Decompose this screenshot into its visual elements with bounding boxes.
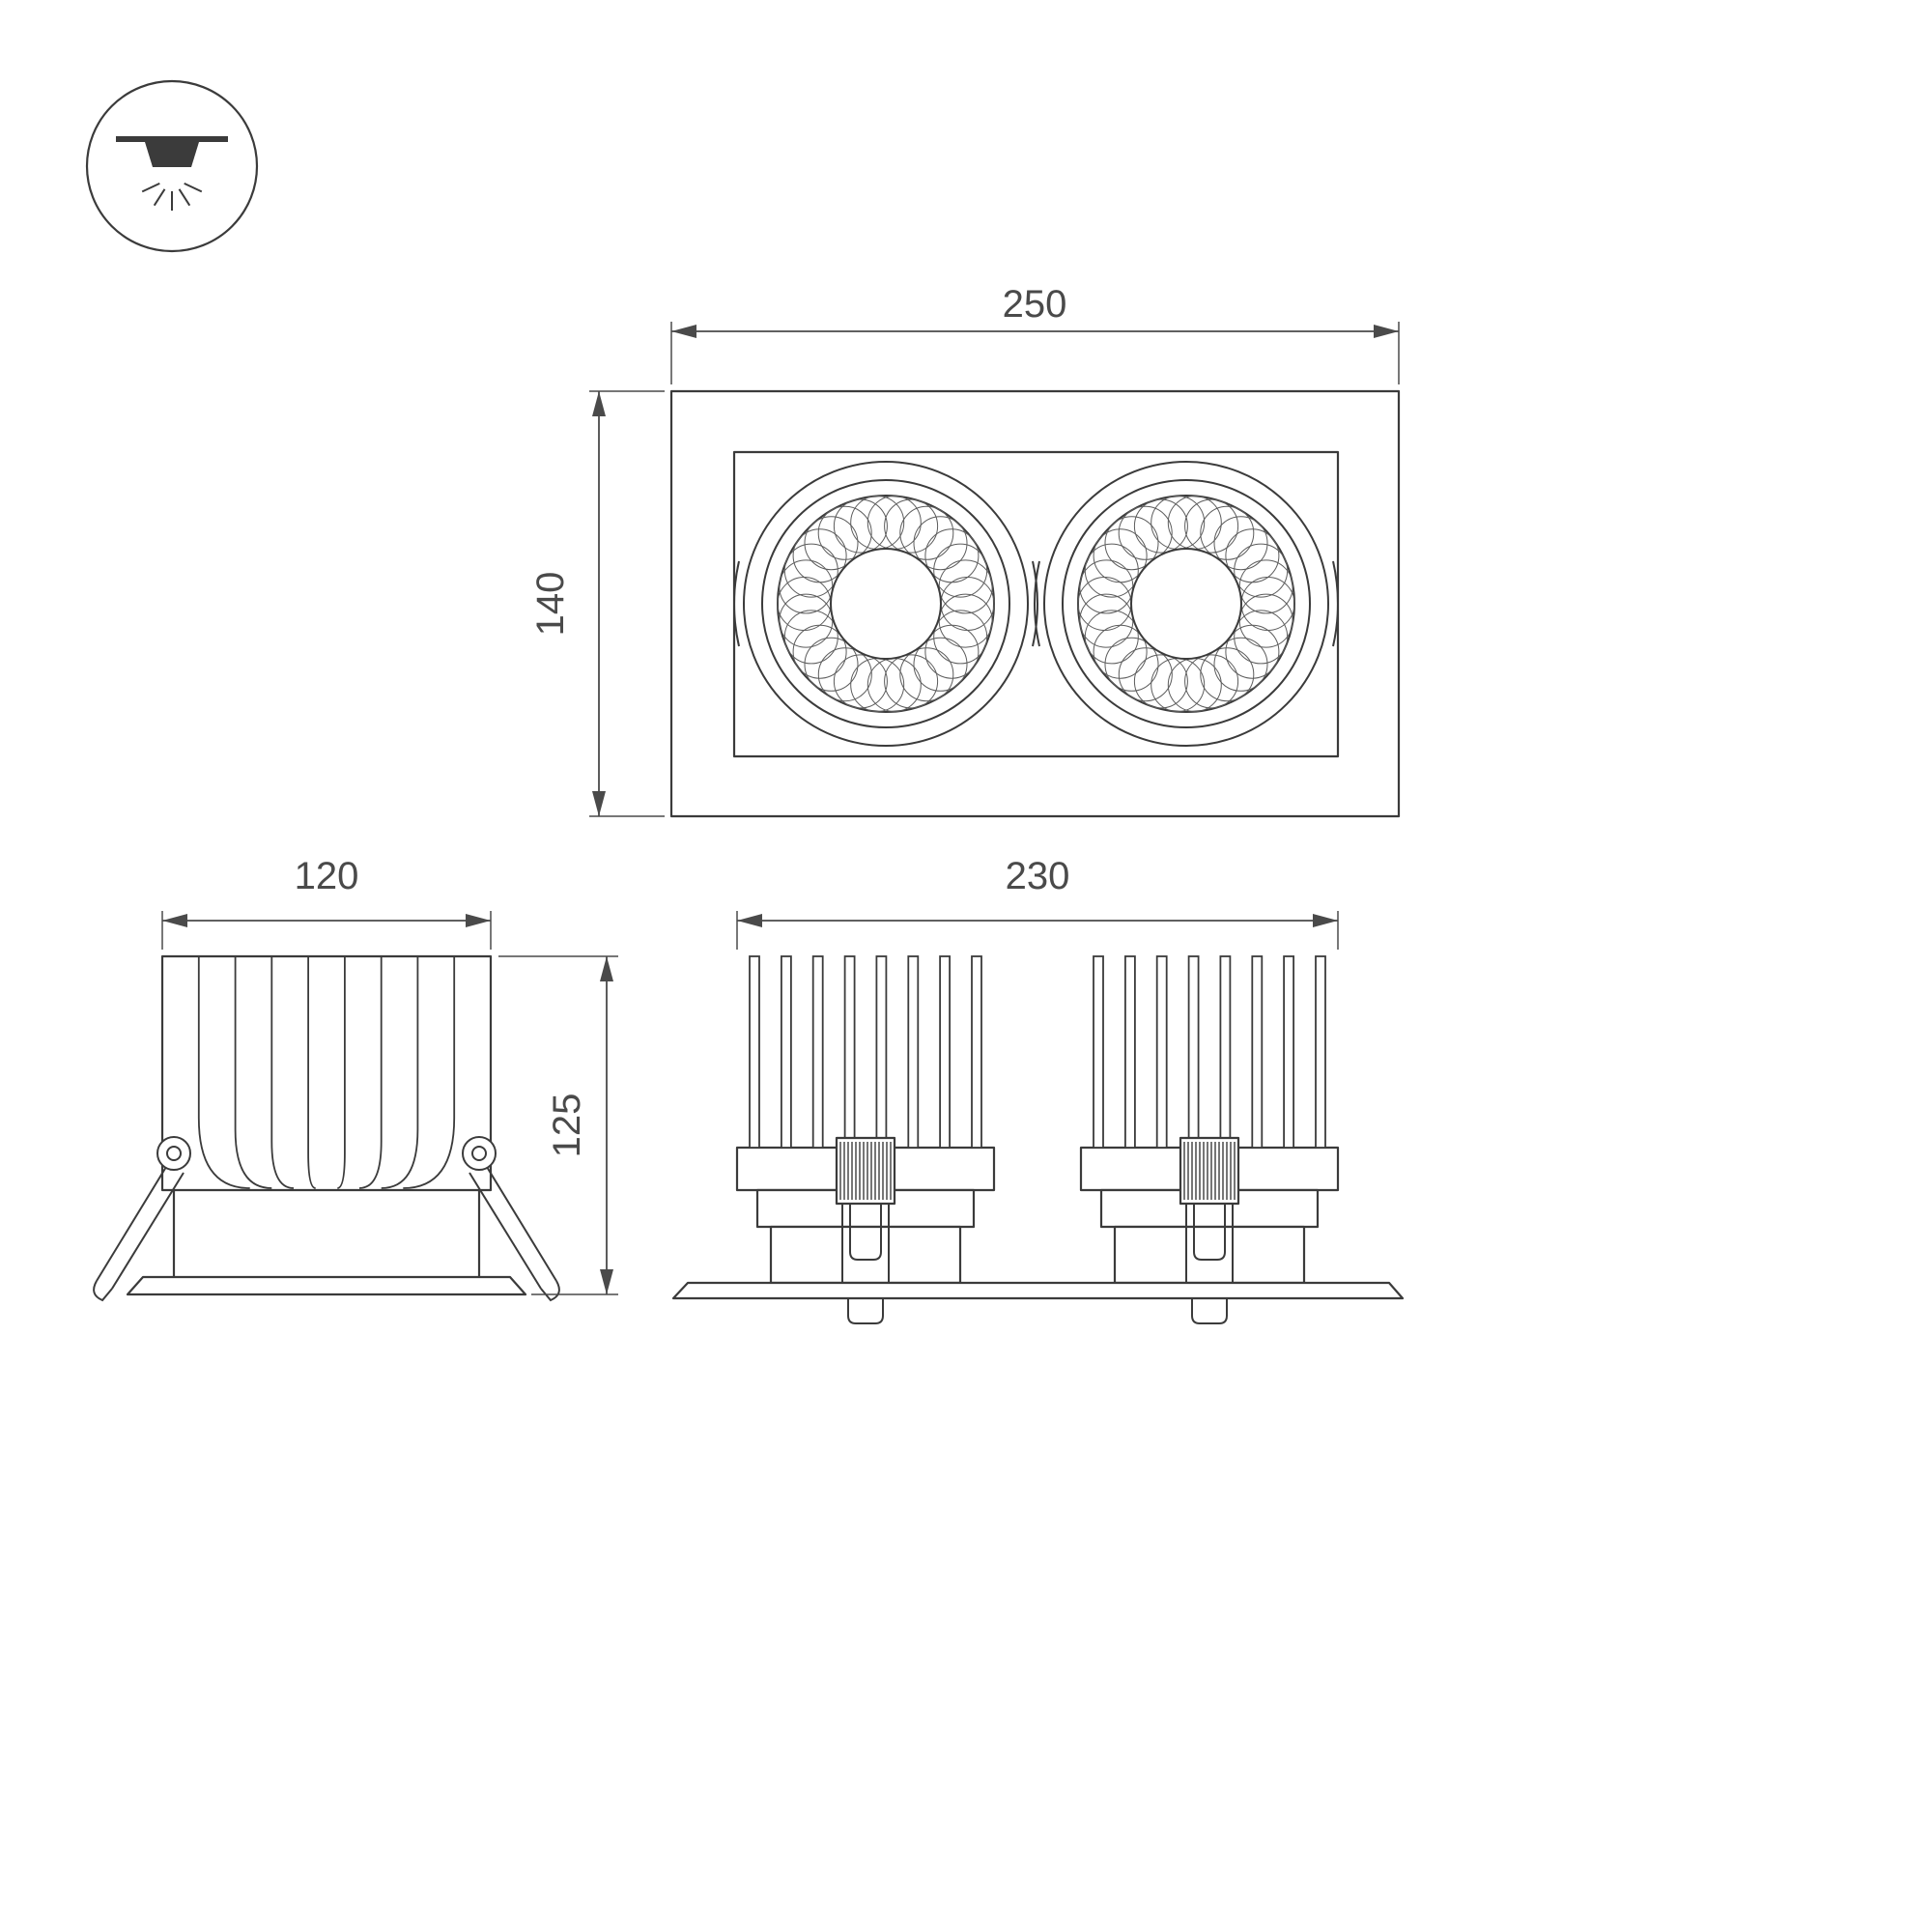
dimension-side-height: 125 bbox=[498, 955, 618, 1295]
driver-housing-lower bbox=[1113, 1225, 1306, 1285]
side-width-label: 120 bbox=[295, 855, 359, 897]
comb-fins bbox=[1093, 955, 1326, 1149]
arrow-right bbox=[466, 914, 491, 927]
arrow-left bbox=[671, 325, 696, 338]
spring-coil-ribs bbox=[1183, 1142, 1236, 1200]
front-view bbox=[669, 389, 1401, 818]
dimension-side-width: 120 bbox=[161, 855, 492, 950]
clip-bracket bbox=[849, 1204, 882, 1261]
spring-coil-block bbox=[1179, 1136, 1240, 1206]
lamp-right bbox=[1034, 461, 1339, 747]
lamp-bezel-ring bbox=[1062, 479, 1311, 728]
clip-bracket bbox=[1193, 1204, 1226, 1261]
long-width-label: 230 bbox=[1006, 855, 1070, 897]
spring-coil-block bbox=[835, 1136, 896, 1206]
arrow-left bbox=[162, 914, 187, 927]
arrow-top bbox=[600, 956, 613, 981]
led-center bbox=[1130, 548, 1242, 660]
dimension-long-width: 230 bbox=[736, 855, 1339, 950]
icon-circle bbox=[85, 79, 259, 253]
icon-light-rays bbox=[141, 182, 203, 211]
arrow-bottom bbox=[592, 791, 606, 816]
clip-foot-right bbox=[1191, 1298, 1228, 1324]
reflector-mesh bbox=[1077, 496, 1295, 712]
side-height-label: 125 bbox=[546, 1094, 588, 1158]
front-outer-frame bbox=[669, 389, 1401, 818]
heatsink-module-right bbox=[1079, 955, 1340, 1285]
icon-ceiling-bar bbox=[116, 136, 228, 142]
dimension-front-width: 250 bbox=[670, 283, 1400, 384]
trim-flange bbox=[671, 1281, 1405, 1300]
icon-lamp-body bbox=[145, 142, 199, 167]
trim-flange bbox=[126, 1275, 527, 1296]
comb-fins bbox=[749, 955, 982, 1149]
clip-hook bbox=[93, 1280, 113, 1302]
long-side-view bbox=[671, 955, 1405, 1324]
led-center bbox=[830, 548, 942, 660]
clip-mechanism bbox=[1179, 1136, 1240, 1283]
side-view bbox=[93, 954, 560, 1302]
arrow-bottom bbox=[600, 1269, 613, 1294]
clip-pivot bbox=[462, 1136, 497, 1171]
heatsink-module-left bbox=[735, 955, 996, 1285]
arrow-right bbox=[1313, 914, 1338, 927]
recessed-downlight-icon bbox=[85, 79, 259, 253]
spring-coil-ribs bbox=[839, 1142, 892, 1200]
gimbal-ear-left bbox=[733, 560, 740, 647]
driver-housing-lower bbox=[769, 1225, 962, 1285]
clip-pivot bbox=[156, 1136, 191, 1171]
heatsink-fins bbox=[197, 956, 456, 1189]
clip-mechanism bbox=[835, 1136, 896, 1283]
arrow-right bbox=[1374, 325, 1399, 338]
spring-clip-left bbox=[93, 1136, 191, 1302]
dimension-front-height: 140 bbox=[529, 390, 665, 817]
lamp-bezel-ring bbox=[761, 479, 1010, 728]
clip-hook bbox=[540, 1280, 560, 1302]
gimbal-ear-left bbox=[1034, 560, 1040, 647]
gimbal-ear-right bbox=[1332, 560, 1339, 647]
front-height-label: 140 bbox=[529, 572, 572, 637]
spring-clip-right bbox=[462, 1136, 560, 1302]
gimbal-ear-right bbox=[1032, 560, 1038, 647]
arrow-left bbox=[737, 914, 762, 927]
arrow-top bbox=[592, 391, 606, 416]
heatsink-body bbox=[160, 954, 493, 1192]
lamp-left bbox=[733, 461, 1038, 747]
clip-foot-left bbox=[847, 1298, 884, 1324]
front-width-label: 250 bbox=[1003, 283, 1067, 326]
